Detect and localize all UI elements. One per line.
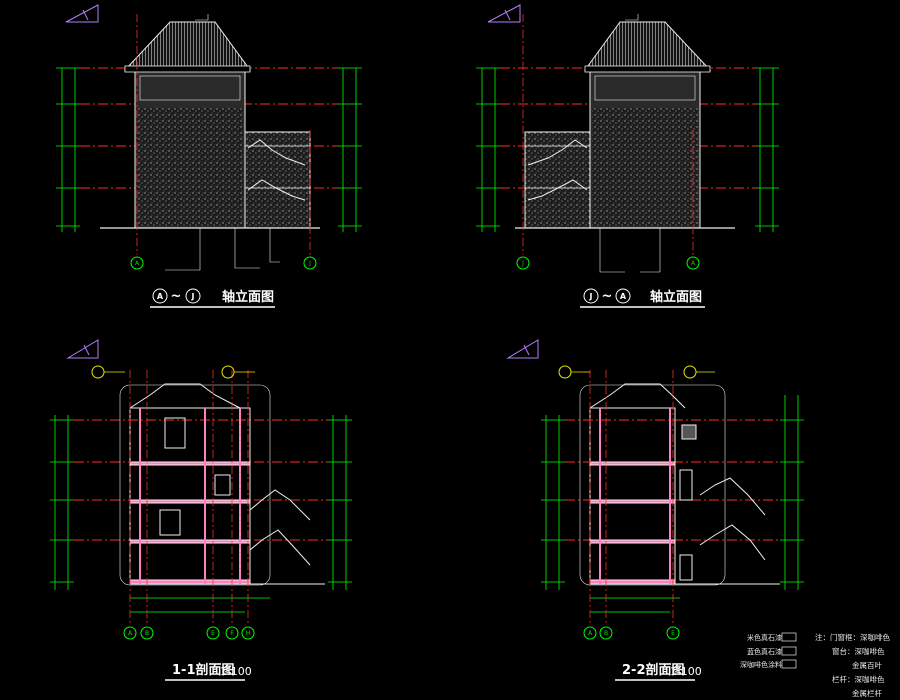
svg-text:F: F — [230, 630, 234, 637]
section-mark-left — [91, 365, 255, 379]
legend-item: 米色真石漆 — [747, 633, 782, 642]
axis-bubble-f: F — [225, 626, 239, 640]
svg-text:A: A — [157, 292, 164, 301]
svg-text:1:100: 1:100 — [220, 665, 252, 678]
axis-bubble-e: E — [206, 626, 220, 640]
north-arrow-icon — [66, 339, 99, 359]
svg-text:A: A — [588, 630, 593, 637]
material-legend: 米色真石漆 蓝色真石漆 深咖啡色涂料 — [740, 632, 797, 669]
note-line: 金属百叶 — [852, 660, 882, 670]
elevation-a-j: A J A ~ J 轴立面图 — [56, 4, 362, 308]
axis-bubble-a: A — [123, 626, 137, 640]
elevation-a-j-title: A ~ J 轴立面图 — [150, 288, 275, 308]
section-2-2: A B E 2-2剖面图 1:100 — [506, 339, 804, 681]
note-line: 注：门窗框：深咖啡色 — [815, 632, 890, 642]
north-arrow-icon — [506, 339, 539, 359]
section-1-1: A B E F H 1-1剖面图 1:100 — [50, 339, 352, 681]
north-arrow-icon — [487, 4, 521, 23]
svg-text:1:100: 1:100 — [670, 665, 702, 678]
axis-bubble-h: H — [241, 626, 255, 640]
section-cut — [119, 383, 325, 586]
svg-text:E: E — [671, 630, 675, 637]
svg-text:A: A — [128, 630, 133, 637]
svg-text:2-2剖面图: 2-2剖面图 — [622, 662, 685, 678]
svg-text:A: A — [691, 260, 696, 267]
axis-bubble-j: J — [303, 256, 317, 270]
note-line: 金属栏杆 — [852, 688, 882, 698]
axis-bubble-a: A — [130, 256, 144, 270]
dimension-chain-right — [338, 67, 362, 232]
svg-text:B: B — [145, 630, 149, 637]
dimension-chain-left — [56, 67, 80, 232]
axis-bubble-j: J — [516, 256, 530, 270]
section-2-2-title: 2-2剖面图 1:100 — [615, 662, 702, 681]
north-arrow-icon — [65, 4, 99, 23]
svg-text:H: H — [246, 630, 251, 637]
svg-text:~: ~ — [171, 289, 182, 304]
svg-text:A: A — [135, 260, 140, 267]
svg-text:J: J — [191, 292, 195, 301]
building-facade — [515, 21, 735, 229]
svg-text:A: A — [620, 292, 627, 301]
note-line: 窗台：深咖啡色 — [832, 646, 885, 656]
section-cut — [579, 383, 780, 586]
svg-text:轴立面图: 轴立面图 — [222, 289, 274, 305]
legend-item: 蓝色真石漆 — [747, 647, 782, 656]
axis-bubble-b: B — [140, 626, 154, 640]
svg-text:J: J — [589, 292, 593, 301]
svg-text:J: J — [521, 260, 524, 267]
axis-bubble-b: B — [599, 626, 613, 640]
legend-item: 深咖啡色涂料 — [740, 660, 782, 669]
axis-bubble-e: E — [666, 626, 680, 640]
svg-text:B: B — [604, 630, 608, 637]
section-1-1-title: 1-1剖面图 1:100 — [165, 662, 252, 681]
building-facade — [100, 21, 320, 229]
elevation-j-a-title: J ~ A 轴立面图 — [580, 288, 705, 308]
svg-text:轴立面图: 轴立面图 — [650, 289, 702, 305]
svg-text:E: E — [211, 630, 215, 637]
section-mark-left — [558, 365, 715, 379]
elevation-j-a: J A J ~ A 轴立面图 — [476, 4, 779, 308]
svg-text:1-1剖面图: 1-1剖面图 — [172, 662, 235, 678]
axis-bubble-a: A — [583, 626, 597, 640]
material-notes: 注：门窗框：深咖啡色 窗台：深咖啡色 金属百叶 栏杆：深咖啡色 金属栏杆 — [815, 632, 890, 698]
svg-text:~: ~ — [602, 289, 613, 304]
svg-text:J: J — [308, 260, 311, 267]
note-line: 栏杆：深咖啡色 — [832, 674, 885, 684]
axis-bubble-a: A — [686, 256, 700, 270]
